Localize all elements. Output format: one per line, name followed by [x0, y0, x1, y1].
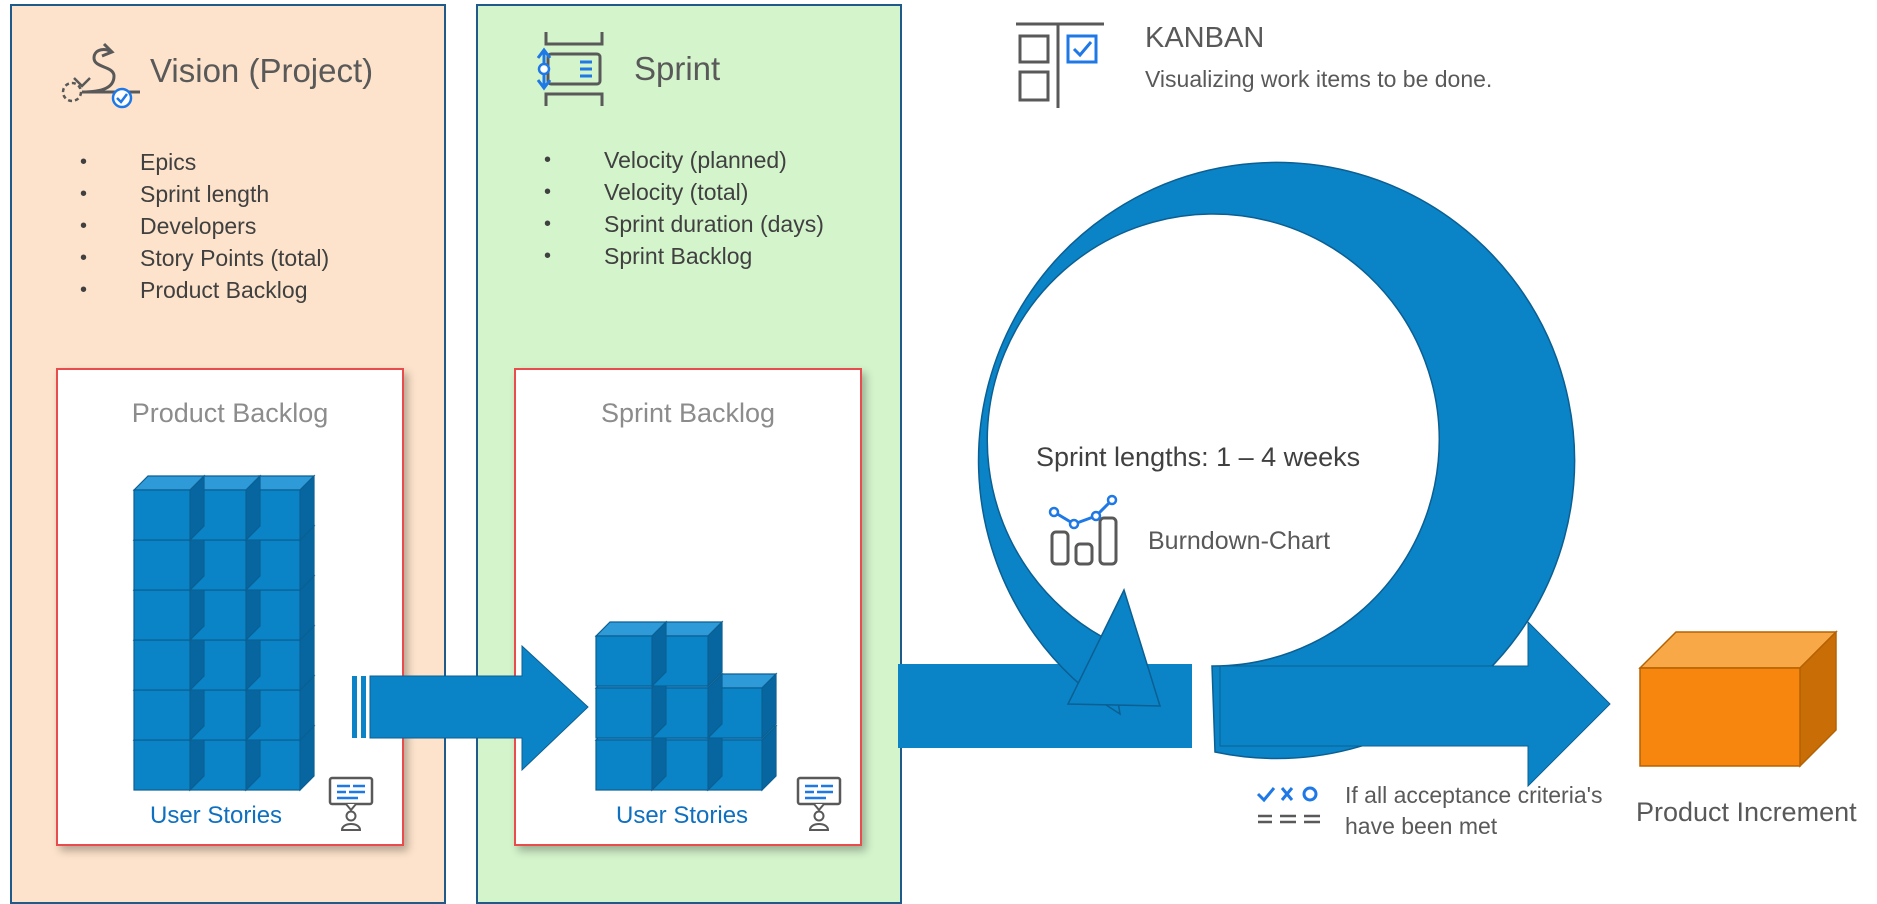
user-story-icon: [796, 776, 842, 831]
vision-list: Epics Sprint length Developers Story Poi…: [80, 146, 329, 306]
product-increment-box: [1638, 630, 1838, 768]
product-increment-label: Product Increment: [1636, 797, 1857, 827]
vision-icon: [61, 42, 140, 109]
list-item: Sprint duration (days): [544, 208, 824, 240]
flow-diagram: [133, 161, 1838, 791]
kanban-icon: [1016, 22, 1104, 108]
burndown-chart-icon: [1048, 494, 1118, 566]
list-item: Product Backlog: [80, 274, 329, 306]
product-user-stories-label: User Stories: [150, 802, 283, 829]
list-item: Developers: [80, 210, 329, 242]
list-item: Story Points (total): [80, 242, 329, 274]
list-item: Velocity (total): [544, 176, 824, 208]
acceptance-criteria-text: If all acceptance criteria's have been m…: [1345, 780, 1603, 842]
kanban-subtitle: Visualizing work items to be done.: [1145, 66, 1493, 92]
product-backlog-cubes: [133, 475, 315, 791]
increment-arrow: [1219, 620, 1611, 788]
sprint-icon: [536, 32, 604, 106]
story-cube: [133, 475, 205, 541]
vision-title: Vision (Project): [150, 52, 374, 89]
sprint-backlog-title: Sprint Backlog: [600, 398, 776, 428]
sprint-lengths-text: Sprint lengths: 1 – 4 weeks: [1036, 442, 1361, 472]
list-item: Velocity (planned): [544, 144, 824, 176]
list-item: Sprint length: [80, 178, 329, 210]
user-story-icon: [328, 776, 374, 831]
list-item: Epics: [80, 146, 329, 178]
burndown-chart-label: Burndown-Chart: [1148, 527, 1331, 555]
story-cube: [595, 621, 667, 687]
list-item: Sprint Backlog: [544, 240, 824, 272]
sprint-user-stories-label: User Stories: [616, 802, 749, 829]
sprint-backlog-cubes: [595, 621, 777, 791]
sprint-list: Velocity (planned) Velocity (total) Spri…: [544, 144, 824, 272]
acceptance-line-1: If all acceptance criteria's: [1345, 782, 1603, 808]
backlog-transfer-arrow: [352, 644, 589, 772]
product-backlog-title: Product Backlog: [131, 398, 329, 428]
sprint-title: Sprint: [634, 50, 721, 87]
kanban-title: KANBAN: [1145, 22, 1265, 54]
acceptance-criteria-icon: [1256, 786, 1320, 824]
sprint-cycle-ring: [977, 161, 1576, 760]
acceptance-line-2: have been met: [1345, 813, 1498, 839]
